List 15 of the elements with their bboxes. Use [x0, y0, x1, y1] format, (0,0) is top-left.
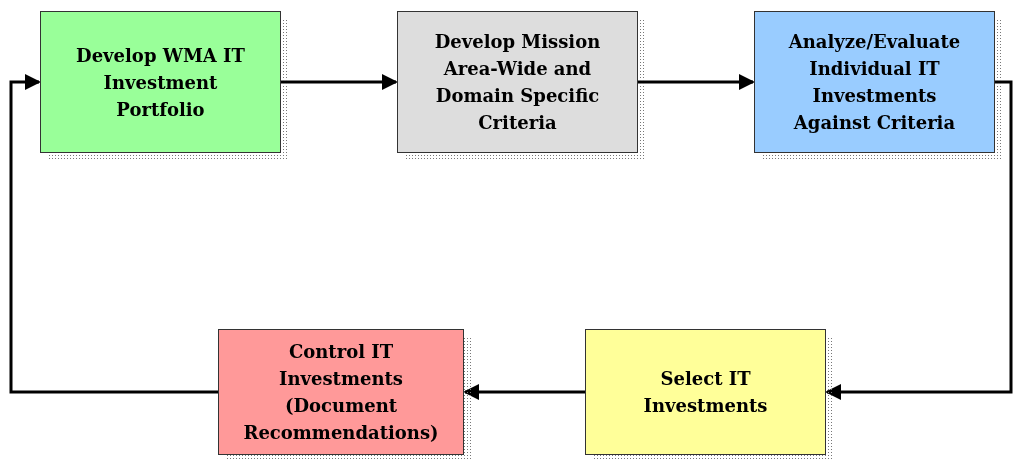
process-box [218, 329, 464, 455]
process-box [397, 11, 638, 153]
arrow [463, 384, 585, 400]
box-label: Control IT Investments (Document Recommendations) [242, 340, 440, 445]
box-label: Analyze/Evaluate Individual IT Investments Against Criteria [787, 30, 962, 135]
box-label: Develop WMA IT Investment Portfolio [75, 43, 246, 122]
process-box [754, 11, 995, 153]
arrow [9, 74, 218, 394]
box-label: Develop Mission Area-Wide and Domain Specific Criteria [433, 30, 602, 135]
box-label: Select IT Investments [642, 367, 769, 418]
process-box [585, 329, 826, 455]
process-box [40, 11, 281, 153]
arrow [825, 80, 1013, 400]
arrow [281, 74, 398, 90]
arrow [638, 74, 755, 90]
